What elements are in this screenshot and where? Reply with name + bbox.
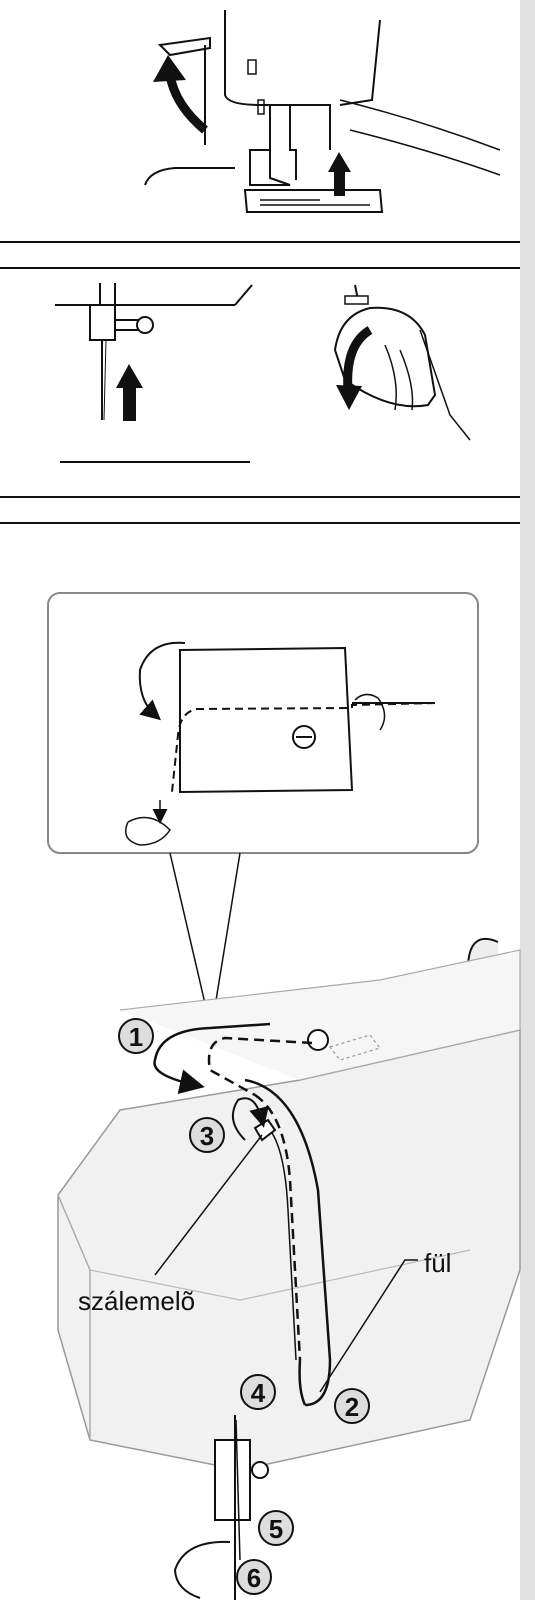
page-edge-strip — [520, 0, 535, 1600]
step-badge-4: 4 — [241, 1375, 275, 1409]
arrow-up-icon — [328, 152, 351, 172]
step-number: 2 — [345, 1392, 359, 1422]
tab-label: fül — [424, 1248, 451, 1278]
step-number: 4 — [251, 1378, 266, 1408]
panel-upper-threading: szálemelõ fül 1 2 3 4 5 6 — [48, 593, 520, 1600]
presser-foot-icon — [250, 150, 290, 185]
step-number: 6 — [247, 1563, 261, 1593]
take-up-lever-label: szálemelõ — [78, 1286, 195, 1316]
step-badge-5: 5 — [259, 1511, 293, 1545]
step-number: 1 — [129, 1022, 143, 1052]
thread-guide-icon — [308, 1030, 328, 1050]
needle-clamp-screw-icon — [137, 317, 153, 333]
step-number: 5 — [269, 1514, 283, 1544]
step-badge-2: 2 — [335, 1389, 369, 1423]
lever-icon — [160, 38, 210, 55]
step-badge-1: 1 — [119, 1019, 153, 1053]
panel-raise-presser-foot — [145, 10, 500, 212]
curved-arrow-up-icon — [170, 75, 205, 130]
panel-raise-needle — [55, 283, 470, 462]
needle-plate-icon — [245, 190, 382, 212]
presser-foot-icon — [215, 1440, 250, 1520]
arrow-up-icon — [116, 364, 143, 388]
step-badge-3: 3 — [190, 1118, 224, 1152]
step-number: 3 — [200, 1121, 214, 1151]
step-badge-6: 6 — [237, 1560, 271, 1594]
